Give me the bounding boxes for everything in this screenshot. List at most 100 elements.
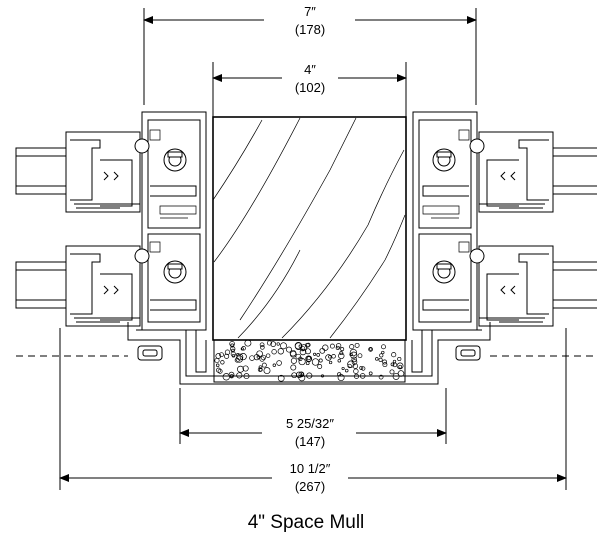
- foam-cell: [259, 356, 265, 362]
- foam-cell: [230, 346, 236, 352]
- dimension-4in: 4″ (102): [212, 62, 407, 118]
- foam-cell: [260, 345, 265, 350]
- foam-cell: [379, 353, 384, 358]
- dimension-5-25-32in: 5 25/32″ (147): [179, 388, 447, 449]
- foam-cell: [335, 343, 342, 349]
- foam-cell: [231, 353, 236, 358]
- foam-cell: [230, 351, 236, 357]
- foam-cell: [260, 354, 267, 361]
- foam-cell: [381, 344, 386, 350]
- mull-channel: [127, 322, 491, 385]
- foam-cell: [295, 371, 303, 378]
- foam-cell: [241, 346, 246, 351]
- foam-cell: [357, 353, 363, 359]
- foam-cell: [353, 368, 359, 374]
- foam-cell: [338, 352, 345, 360]
- foam-cell: [392, 362, 398, 368]
- foam-cell: [222, 373, 230, 381]
- right-window-frame: [412, 111, 597, 331]
- foam-cell: [257, 367, 263, 372]
- foam-cell: [271, 349, 277, 355]
- foam-cell: [242, 365, 249, 372]
- foam-cell: [256, 355, 260, 359]
- dimension-7in-metric: (178): [295, 22, 325, 37]
- foam-cell: [390, 362, 395, 367]
- foam-cell: [258, 365, 263, 370]
- foam-cell: [298, 358, 306, 366]
- foam-cell: [305, 355, 313, 363]
- foam-cell: [277, 348, 284, 355]
- foam-cell: [313, 352, 317, 356]
- mull-block: [212, 116, 407, 341]
- dimension-7in-imperial: 7″: [304, 4, 316, 19]
- foam-cell: [304, 342, 310, 348]
- foam-cell: [331, 354, 336, 359]
- foam-cell: [378, 374, 384, 380]
- dimension-10-1-2in: 10 1/2″ (267): [59, 328, 567, 494]
- foam-cell: [236, 372, 243, 379]
- foam-cell: [290, 364, 297, 371]
- left-window-frame: [15, 111, 207, 331]
- foam-cell: [291, 372, 298, 379]
- foam-cell: [220, 360, 225, 365]
- dimension-5-25-32in-imperial: 5 25/32″: [286, 416, 334, 431]
- foam-cell: [249, 355, 255, 361]
- foam-cell: [299, 348, 307, 356]
- foam-cell: [265, 353, 271, 358]
- foam-cell: [306, 356, 312, 362]
- foam-cell: [311, 358, 320, 366]
- foam-cell: [329, 343, 335, 349]
- foam-cell: [349, 344, 355, 350]
- dimension-7in: 7″ (178): [143, 4, 477, 105]
- foam-cell: [239, 353, 247, 361]
- foam-cell: [229, 341, 235, 347]
- foam-cell: [263, 367, 271, 375]
- foam-cell: [322, 344, 329, 351]
- foam-cell: [319, 347, 326, 354]
- foam-cell: [354, 342, 360, 348]
- foam-cell: [359, 365, 364, 370]
- foam-cell: [217, 368, 223, 374]
- foam-cell: [375, 357, 379, 361]
- foam-cell: [295, 353, 302, 360]
- foam-cell: [351, 356, 357, 363]
- foam-cell: [289, 350, 297, 358]
- dimension-10-1-2in-imperial: 10 1/2″: [290, 461, 331, 476]
- foam-cell: [230, 343, 235, 348]
- foam-cell: [340, 347, 345, 352]
- foam-cell: [328, 355, 332, 359]
- foam-cell: [317, 364, 323, 369]
- foam-cell: [341, 366, 345, 371]
- foam-cell: [276, 360, 282, 366]
- foam-cell: [266, 340, 273, 346]
- dimension-5-25-32in-metric: (147): [295, 434, 325, 449]
- foam-cell: [369, 347, 373, 351]
- foam-cell: [398, 364, 403, 369]
- foam-cell: [244, 339, 252, 347]
- foam-cell: [351, 359, 358, 365]
- foam-cell: [316, 353, 321, 357]
- foam-cell: [344, 368, 349, 373]
- foam-cell: [272, 363, 276, 367]
- foam-cell: [236, 353, 240, 357]
- foam-cell: [397, 356, 402, 362]
- foam-cell: [214, 357, 220, 364]
- foam-cell: [237, 365, 244, 373]
- foam-cell: [396, 362, 404, 370]
- foam-cell: [261, 362, 267, 368]
- drawing-title: 4" Space Mull: [248, 512, 365, 533]
- foam-cell: [219, 352, 224, 358]
- foam-cell: [361, 366, 366, 371]
- foam-cell: [382, 362, 388, 368]
- foam-cell: [337, 358, 342, 363]
- foam-cell: [328, 360, 333, 365]
- foam-cell: [389, 369, 395, 375]
- foam-cell: [299, 345, 306, 352]
- dimension-4in-imperial: 4″: [304, 62, 316, 77]
- foam-cell: [352, 363, 359, 369]
- foam-cell: [215, 363, 220, 368]
- foam-cell: [368, 371, 373, 376]
- foam-cell: [381, 350, 385, 355]
- foam-cell: [294, 342, 303, 350]
